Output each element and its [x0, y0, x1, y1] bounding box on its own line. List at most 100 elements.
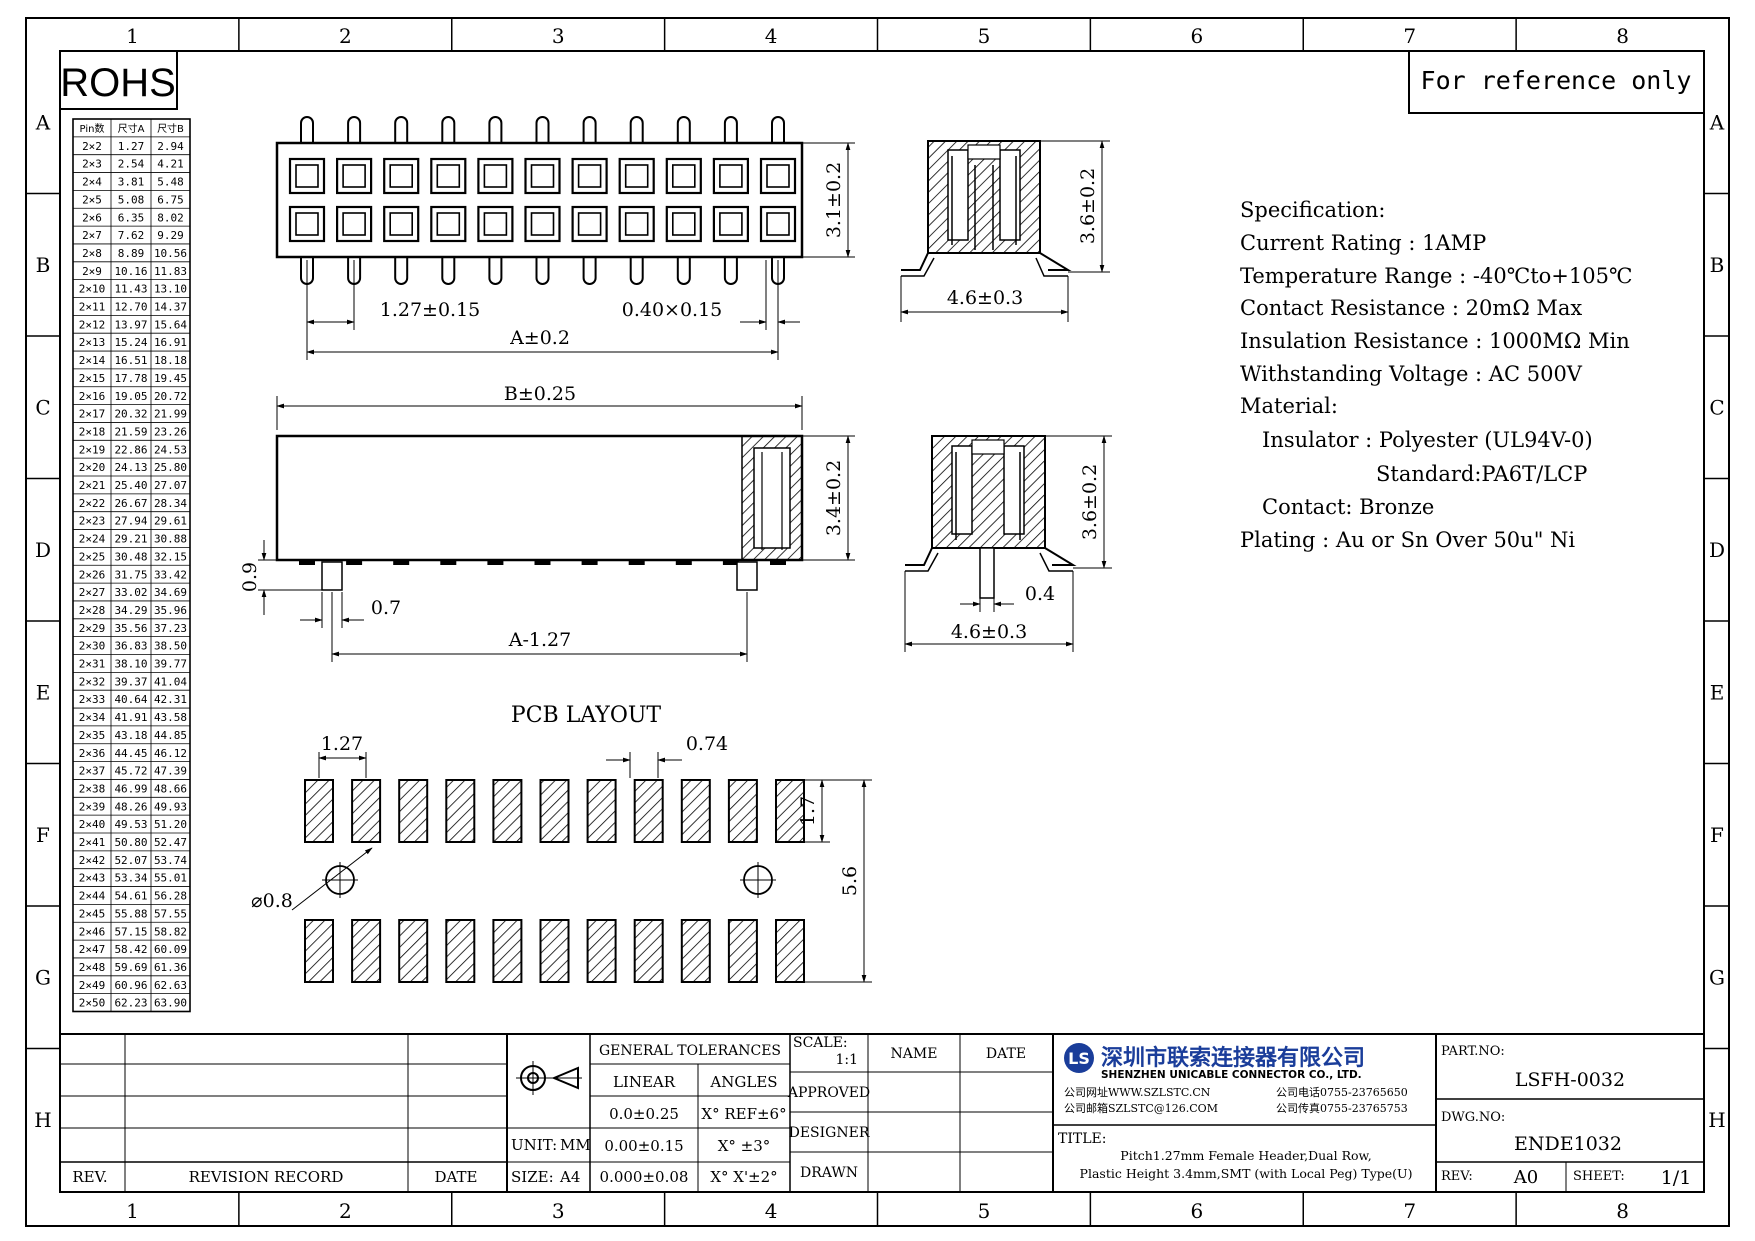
projection-symbol-icon	[516, 1061, 582, 1095]
pin-table-cell: 2×38	[79, 782, 106, 795]
pin-table-cell: 26.67	[114, 497, 147, 510]
top-pin	[394, 116, 409, 143]
pin-table-cell: 5.48	[157, 176, 184, 189]
pin-table-cell: 9.29	[157, 229, 184, 242]
pcb-pad	[539, 919, 570, 983]
pin-table-cell: 21.99	[154, 408, 187, 421]
pcb-pad	[775, 919, 805, 983]
pin-table-cell: 2×10	[79, 283, 106, 296]
pin-table-cell: 40.64	[114, 693, 147, 706]
pin-table-header: 尺寸B	[157, 122, 184, 135]
top-view-pins-lower	[300, 257, 785, 285]
linear-label: LINEAR	[613, 1073, 676, 1091]
pin-table-cell: 44.45	[114, 747, 147, 760]
pin-table-cell: 46.99	[114, 782, 147, 795]
pin-table-cell: 2×46	[79, 925, 106, 938]
contact-cavity-inner	[766, 164, 790, 188]
top-pin	[394, 257, 409, 285]
contact-cavity-inner	[671, 212, 696, 236]
rev-label: REV.	[72, 1168, 107, 1186]
pin-table-cell: 2×23	[79, 515, 106, 528]
approved-label: APPROVED	[787, 1085, 870, 1101]
pcb-pad	[680, 779, 711, 843]
contact-cavity-inner	[671, 164, 696, 188]
pin-table-cell: 2×47	[79, 943, 106, 956]
row-label-left: C	[35, 395, 50, 419]
pin-table-cell: 20.72	[154, 390, 187, 403]
spec-title: Specification:	[1240, 198, 1385, 222]
pin-table-cell: 62.23	[114, 997, 147, 1010]
sheet-frame	[25, 17, 1730, 1227]
pin-table-cell: 62.63	[154, 979, 187, 992]
pin-table-cell: 44.85	[154, 729, 187, 742]
company-name-en: SHENZHEN UNICABLE CONNECTOR CO., LTD.	[1101, 1069, 1362, 1081]
pin-table-cell: 32.15	[154, 550, 187, 563]
pin-table-cell: 54.61	[114, 890, 147, 903]
spec-insulation-resistance: Insulation Resistance : 1000MΩ Min	[1240, 329, 1630, 353]
dim-side-top-height: 3.6±0.2	[1077, 168, 1099, 244]
pin-table-cell: 46.12	[154, 747, 187, 760]
pin-table-cell: 2×13	[79, 336, 106, 349]
drawn-label: DRAWN	[800, 1165, 858, 1181]
pin-table-cell: 2×17	[79, 408, 106, 421]
row-label-left: A	[35, 110, 51, 134]
angles-label: ANGLES	[709, 1073, 777, 1091]
pin-table-cell: 52.07	[114, 854, 147, 867]
pin-table-cell: 51.20	[154, 818, 187, 831]
pin-table-cell: 42.31	[154, 693, 187, 706]
pin-table-cell: 2×26	[79, 568, 106, 581]
company-logo-letters: LS	[1068, 1049, 1090, 1068]
pin-table-cell: 2×48	[79, 961, 106, 974]
top-pin	[347, 116, 362, 143]
top-pin	[771, 116, 785, 143]
pin-table-cell: 6.35	[118, 211, 145, 224]
pcb-pad	[304, 919, 334, 983]
pin-table-cell: 6.75	[157, 193, 184, 206]
contact-cavity-inner	[624, 164, 649, 188]
pin-table-cell: 2×49	[79, 979, 106, 992]
specification: Specification: Current Rating : 1AMP Tem…	[1240, 198, 1632, 552]
linear-tol-3: 0.000±0.08	[600, 1168, 689, 1186]
smt-pad	[299, 560, 315, 565]
pin-table-cell: 8.02	[157, 211, 184, 224]
dim-pitch: 1.27±0.15	[380, 299, 481, 321]
top-pin	[723, 257, 738, 285]
column-label-bottom: 3	[552, 1199, 565, 1223]
company-fax: 公司传真0755-23765753	[1276, 1101, 1408, 1115]
top-pin	[488, 116, 503, 143]
pcb-pad	[586, 919, 617, 983]
pin-table-cell: 2×40	[79, 818, 106, 831]
spec-insulator: Insulator : Polyester (UL94V-0)	[1262, 428, 1593, 452]
row-label-right: G	[1709, 965, 1725, 989]
pin-table-cell: 21.59	[114, 425, 147, 438]
row-label-right: E	[1710, 680, 1725, 704]
top-pin	[488, 257, 503, 285]
pin-table-cell: 61.36	[154, 961, 187, 974]
pin-table-cell: 2×44	[79, 890, 106, 903]
spec-standard: Standard:PA6T/LCP	[1376, 462, 1587, 486]
pin-table-cell: 2×5	[82, 193, 102, 206]
pin-table-cell: 15.24	[114, 336, 147, 349]
row-label-left: E	[36, 680, 51, 704]
rohs-box: ROHS	[59, 50, 178, 110]
dwg-no-value: ENDE1032	[1514, 1133, 1622, 1155]
pin-table-cell: 29.61	[154, 515, 187, 528]
pin-table-cell: 48.66	[154, 782, 187, 795]
pin-table-cell: 2×7	[82, 229, 102, 242]
pin-table-cell: 50.80	[114, 836, 147, 849]
smt-pad	[440, 560, 457, 565]
pin-table-cell: 27.07	[154, 479, 187, 492]
row-label-right: H	[1708, 1108, 1725, 1132]
part-no-value: LSFH-0032	[1515, 1069, 1625, 1091]
rohs-label: ROHS	[60, 61, 176, 105]
revision-record-label: REVISION RECORD	[189, 1168, 344, 1186]
contact-cavity-inner	[389, 164, 414, 188]
contact-cavity-inner	[295, 212, 319, 236]
contact-cavity-inner	[577, 164, 602, 188]
company-website: 公司网址WWW.SZLSTC.CN	[1064, 1085, 1211, 1099]
spec-current-rating: Current Rating : 1AMP	[1240, 231, 1486, 255]
pin-table-cell: 2×35	[79, 729, 106, 742]
front-view-smt-pads	[299, 560, 786, 565]
rev-value: A0	[1513, 1167, 1538, 1188]
